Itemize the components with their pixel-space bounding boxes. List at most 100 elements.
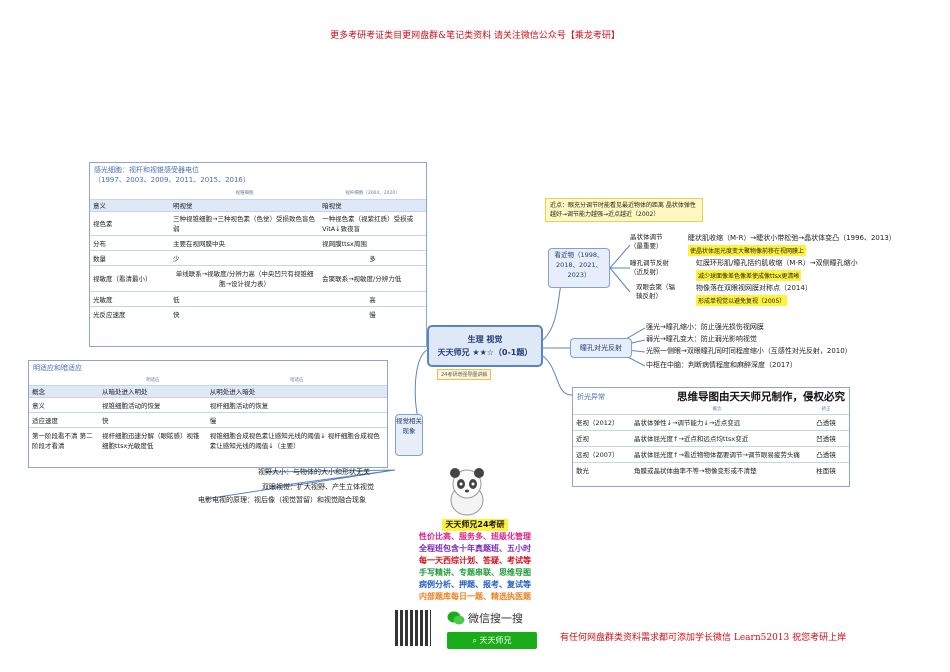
adaptation-title: 明适应和暗适应	[33, 364, 82, 372]
promo-line: 内部题库每日一题、精选执医题	[419, 592, 531, 601]
central-title: 生理 视觉	[467, 335, 503, 344]
row-label: 散光	[573, 461, 631, 478]
cell-cone: 快	[170, 305, 320, 321]
cell-rod: 高	[319, 290, 426, 306]
promo-line: 每一天西综计划、答疑、考试等	[419, 556, 531, 565]
cell-dark: 从明处进入暗处	[206, 384, 387, 397]
promo-line: 全程班包含十年真题班、五小时	[419, 544, 531, 553]
promo-line: 性价比高、服务多、班级化管理	[419, 532, 531, 541]
wechat-search-label: 微信搜一搜	[468, 612, 523, 625]
central-subtitle: 天天师兄 ★★☆（0-1题）	[437, 348, 533, 357]
cell-rod: 慢	[319, 305, 426, 321]
visual-related-node[interactable]: 视觉相关现象	[395, 414, 423, 456]
table-row: 分布 主要在视网膜中央 视网膜ttsx周围	[90, 234, 426, 250]
pupil-reflex-item: 强光→瞳孔缩小：防止强光损伤视网膜	[646, 323, 764, 331]
cell-concept: 角膜或晶状体曲率不等→物像变形或不清楚	[631, 461, 803, 478]
adaptation-table: 明适应 暗适应 概念 从暗处进入明处 从明处进入暗处 意义 视锥细胞活动的恢复 …	[29, 375, 387, 453]
row-label: 视敏度（看清最小）	[90, 264, 170, 291]
row-label: 分布	[90, 234, 170, 250]
search-icon: ⌕	[472, 636, 480, 645]
cell-correction: 凸透镜	[803, 413, 849, 430]
cell-cone: 明视觉	[170, 198, 320, 211]
cell-correction: 凸透镜	[803, 445, 849, 462]
photoreceptor-table: 视锥细胞 视杆细胞（2004、2020） 意义 明视觉 暗视觉 视色素 三种视锥…	[90, 187, 426, 321]
promo-line: 病例分析、押题、报考、复试等	[419, 580, 531, 589]
central-node[interactable]: 生理 视觉 天天师兄 ★★☆（0-1题）	[427, 325, 543, 367]
cell-dark: 视杆细胞活动的恢复	[206, 396, 387, 412]
table-row: 散光 角膜或晶状体曲率不等→物像变形或不清楚 柱面镜	[573, 461, 849, 478]
cell-light: 快	[99, 411, 207, 427]
refraction-table: 概念 矫正 老视（2012） 晶状体弹性↓→调节能力↓→近点变远 凸透镜 近视 …	[573, 404, 849, 478]
refraction-panel: 折光异常 思维导图由天天师兄制作，侵权必究 概念 矫正 老视（2012） 晶状体…	[572, 387, 850, 487]
row-label: 第一阶段看不清 第二阶段才看清	[29, 426, 99, 453]
row-label: 适应速度	[29, 411, 99, 427]
cell-rod: 视网膜ttsx周围	[319, 234, 426, 250]
cell-concept: 晶状体弹性↓→调节能力↓→近点变远	[631, 413, 803, 430]
cell-cone: 低	[170, 290, 320, 306]
cell-cone: 单线联系→视敏度/分辨力高（中央凹只有视锥细胞→设计视力表）	[170, 264, 320, 291]
promo-block: 天天师兄24考研 性价比高、服务多、班级化管理 全程班包含十年真题班、五小时 每…	[380, 519, 570, 603]
panda-mascot-icon	[450, 468, 484, 516]
copyright-banner: 思维导图由天天师兄制作，侵权必究	[677, 391, 845, 403]
bottom-notice: 有任何网盘群类资料需求都可添加学长微信 Learn52013 祝您考研上岸	[560, 633, 847, 643]
row-label: 数量	[90, 249, 170, 265]
pupil-adjust-highlight: 减少球面像差色像差使成像ttsx更清晰	[696, 270, 802, 281]
pupil-reflex-item: 中枢在中脑：判断病情程度和麻醉深度（2017）	[646, 361, 797, 369]
sub-cone-label: 视锥细胞	[235, 190, 254, 196]
photoreceptor-title: 感光细胞：视杆和视锥感受器电位 （1997、2003、2009、2011、201…	[90, 163, 426, 187]
sub-concept-label: 概念	[712, 406, 722, 412]
table-row: 光反应速度 快 慢	[90, 305, 426, 321]
cell-cone: 三种视锥细胞→三种视色素（色觉）受损致色盲色弱	[170, 210, 320, 235]
cell-light: 视杆细胞迅速分解（眼眩感）视锥细胞ttsx光敏度低	[99, 426, 207, 453]
sub-light-label: 明适应	[146, 377, 160, 383]
row-label: 意义	[90, 198, 170, 211]
table-row: 数量 少 多	[90, 249, 426, 265]
table-row: 概念 从暗处进入明处 从明处进入暗处	[29, 384, 387, 397]
top-notice: 更多考研考证类目更网盘群&笔记类资料 请关注微信公众号【乘龙考研】	[330, 31, 620, 41]
promo-title: 天天师兄24考研	[442, 519, 508, 531]
wechat-search-button[interactable]: ⌕ 天天师兄	[447, 632, 537, 649]
photoreceptor-panel: 感光细胞：视杆和视锥感受器电位 （1997、2003、2009、2011、201…	[89, 162, 427, 347]
row-label: 近视	[573, 429, 631, 446]
lens-text: 睫状肌收缩（M-R）→睫状小带松弛→晶状体变凸（1996、2013）	[688, 234, 896, 242]
table-row: 光敏度 低 高	[90, 290, 426, 306]
central-tag: 24考研增强导图讲解	[437, 369, 492, 380]
visual-related-item: 电影电视的原理：视后像（视觉暂留）和视觉融合现象	[198, 496, 366, 504]
cell-dark: 慢	[206, 411, 387, 427]
cell-rod: 暗视觉	[319, 198, 426, 211]
cell-correction: 柱面镜	[803, 461, 849, 478]
pupil-adjust-label: 瞳孔调节反射（近反射）	[630, 259, 669, 276]
row-label: 光反应速度	[90, 305, 170, 321]
pupil-reflex-item: 弱光→瞳孔变大：防止弱光影响视觉	[646, 335, 757, 343]
convergence-text: 物像落在双眼视网膜对称点（2014）	[696, 284, 812, 292]
table-row: 远视（2007） 晶状体屈光度↑→看近物物体都要调节→调节眼易疲劳头痛 凸透镜	[573, 445, 849, 462]
qr-code-icon	[395, 610, 431, 646]
table-row: 老视（2012） 晶状体弹性↓→调节能力↓→近点变远 凸透镜	[573, 413, 849, 430]
wechat-account-name: 天天师兄	[479, 636, 512, 645]
photoreceptor-title-text: 感光细胞：视杆和视锥感受器电位	[94, 166, 199, 174]
visual-related-item: 双眼视觉：扩大视野、产生立体视觉	[262, 483, 374, 491]
near-point-note: 近点：眼充分调节时能看见最近物体的距离 晶状体弹性越好→调节能力越强→近点越近（…	[545, 198, 703, 222]
cell-cone: 主要在视网膜中央	[170, 234, 320, 250]
lens-label: 晶状体调节（最重要）	[630, 233, 663, 250]
near-vision-node[interactable]: 看近物（1998、2018、2021、2023）	[548, 248, 610, 288]
table-row: 适应速度 快 慢	[29, 411, 387, 427]
cell-concept: 晶状体屈光度↑→看近物物体都要调节→调节眼易疲劳头痛	[631, 445, 803, 462]
table-row: 视色素 三种视锥细胞→三种视色素（色觉）受损致色盲色弱 一种视色素（视紫红质）受…	[90, 210, 426, 235]
pupil-reflex-node[interactable]: 瞳孔对光反射	[570, 338, 632, 358]
pupil-adjust-text: 虹膜环形肌/瞳孔括约肌收缩（M-R）→双侧瞳孔缩小	[696, 259, 858, 267]
convergence-highlight: 形成单视觉以避免复视（2005）	[696, 295, 788, 306]
cell-light: 视锥细胞活动的恢复	[99, 396, 207, 412]
table-row: 近视 晶状体屈光度↑→近点和远点均ttsx变近 凹透镜	[573, 429, 849, 446]
row-label: 光敏度	[90, 290, 170, 306]
cell-dark: 视锥细胞合成视色素让感知光线的阈值↓ 视杆细胞合成视色素让感知光线的阈值↓（主要…	[206, 426, 387, 453]
cell-cone: 少	[170, 249, 320, 265]
lens-highlight: 使晶状体屈光度变大聚物像前移在视网膜上	[688, 245, 807, 256]
row-label: 概念	[29, 384, 99, 397]
cell-rod: 会聚联系→视敏度/分辨力低	[319, 264, 426, 291]
table-row: 视敏度（看清最小） 单线联系→视敏度/分辨力高（中央凹只有视锥细胞→设计视力表）…	[90, 264, 426, 291]
pupil-reflex-item: 光照一侧眼→双眼瞳孔同时同程度缩小（互感性对光反射，2010）	[646, 347, 852, 355]
refraction-title: 折光异常	[577, 393, 605, 401]
sub-correction-label: 矫正	[821, 406, 831, 412]
cell-rod: 一种视色素（视紫红质）受损或VitA↓致夜盲	[319, 210, 426, 235]
